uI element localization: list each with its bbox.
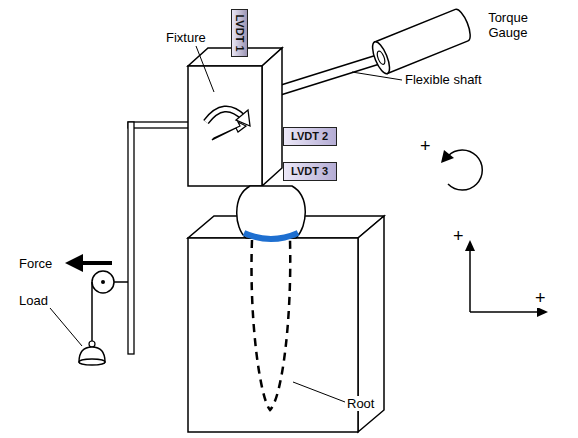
pulley [92, 271, 114, 293]
lvdt-sensor: LVDT 1 [231, 9, 248, 57]
force-arrow-shaft [80, 261, 112, 265]
weight-ring [89, 341, 95, 347]
axis-arrow [212, 122, 246, 140]
fixture-front [188, 66, 262, 186]
rotation-arrow-head [236, 110, 250, 126]
axis-head [465, 240, 475, 251]
sign-label: + [452, 226, 465, 246]
force-label: Force [18, 256, 53, 271]
part-label: Torque Gauge [476, 10, 540, 40]
sensor-label: LVDT 1 [233, 14, 246, 51]
torque-gauge [369, 7, 474, 76]
leader-line [196, 46, 214, 92]
sign-label: + [534, 288, 547, 308]
fixture-side [262, 48, 282, 186]
axis-vertical [469, 250, 471, 312]
stand-arm [128, 122, 190, 128]
rotation-sign-head [441, 150, 454, 163]
sensor-label: LVDT 2 [291, 130, 328, 143]
rotation-sign-arc [448, 150, 482, 190]
axis-horizontal [470, 311, 538, 313]
part-label: Fixture [165, 30, 207, 45]
tooth-crown [237, 186, 306, 238]
part-label: Root [346, 396, 375, 411]
flexible-shaft [268, 58, 383, 94]
gauge-hub [376, 50, 387, 65]
axis-head [537, 307, 548, 317]
weight-base [79, 359, 105, 365]
stand-post [128, 122, 134, 354]
pulley-bracket [114, 281, 128, 283]
cement-band [244, 233, 298, 239]
root-outline [251, 240, 290, 410]
part-label: Flexible shaft [404, 72, 483, 87]
pulley-axle [101, 280, 105, 284]
block-front [188, 238, 358, 432]
sensor-label: LVDT 3 [291, 165, 328, 178]
lvdt-sensor: LVDT 2 [283, 127, 337, 146]
gauge-end [369, 40, 393, 76]
force-arrow-head [65, 254, 83, 272]
rope [91, 282, 93, 342]
part-label: Load [18, 293, 49, 308]
flexible-shaft-outline [268, 58, 383, 94]
lvdt-sensor: LVDT 3 [283, 162, 337, 181]
sign-label: + [419, 136, 432, 156]
leader-line [352, 72, 402, 80]
leader-line [293, 382, 345, 402]
leader-line [50, 308, 82, 346]
